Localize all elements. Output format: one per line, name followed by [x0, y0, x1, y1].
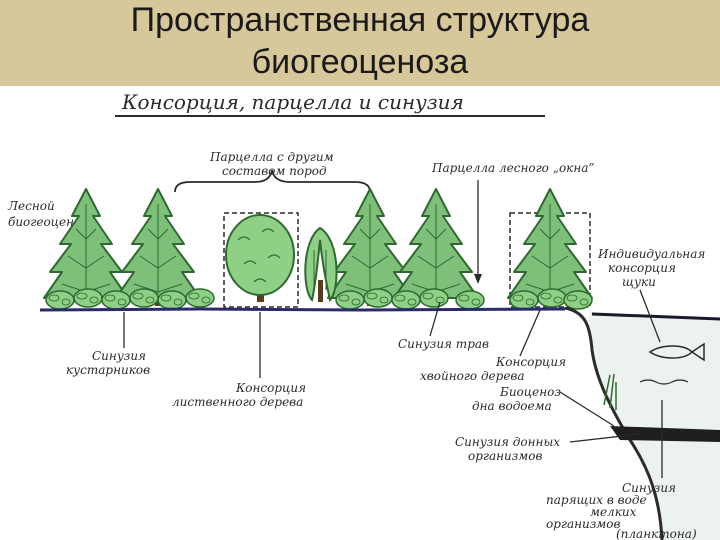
shrub-icon	[185, 288, 215, 308]
arrow-synusia-grass	[429, 301, 441, 337]
label-synusia-shrubs-2: кустарников	[66, 363, 150, 377]
water-ripple	[639, 379, 689, 385]
reeds	[603, 373, 617, 410]
shrub-icon	[335, 290, 365, 310]
shrub-icon	[455, 290, 485, 310]
label-parcel-window: Парцелла лесного „окна”	[431, 161, 595, 175]
label-forest-2: биогеоценоз	[8, 215, 88, 229]
label-synusia-grass: Синузия трав	[398, 337, 489, 351]
arrow-consort-conifer	[519, 309, 541, 357]
brace	[174, 169, 371, 193]
shrub-icon	[101, 290, 131, 310]
label-consort-conifer-2: хвойного дерева	[420, 369, 525, 383]
label-consort-decid-1: Консорция	[235, 381, 306, 395]
bottom-sediment	[610, 426, 720, 442]
label-consort-lake-1: Индивидуальная	[597, 247, 705, 261]
label-synusia-plankton-2: парящих в воде	[546, 493, 647, 507]
ground-line	[39, 307, 566, 312]
water-surface	[591, 312, 720, 321]
title-bar: Пространственная структура биогеоценоза	[0, 0, 720, 86]
label-synusia-plankton-4: организмов	[546, 517, 620, 531]
label-consort-lake-3: щуки	[622, 275, 656, 289]
title-line-2: биогеоценоза	[251, 43, 469, 81]
willow-tree-icon	[304, 226, 338, 303]
shrub-icon	[73, 288, 103, 308]
water-body	[589, 312, 720, 540]
label-synusia-shrubs-1: Синузия	[92, 349, 146, 363]
shrub-icon	[509, 290, 539, 310]
label-consort-conifer-1: Консорция	[495, 355, 566, 369]
label-bioc-bottom-2: дна водоема	[472, 399, 552, 413]
label-consort-decid-2: лиственного дерева	[172, 395, 303, 409]
shrub-icon	[45, 290, 75, 310]
label-synusia-plankton-1: Синузия	[622, 481, 676, 495]
diagram-subtitle: Консорция, парцелла и синузия	[121, 90, 464, 114]
shrub-icon	[391, 290, 421, 310]
label-parcel-mixed-1: Парцелла с другим	[209, 150, 334, 164]
shoreline	[564, 306, 664, 540]
shrub-icon	[537, 288, 567, 308]
arrow-bioc-bottom	[559, 391, 615, 427]
shrub-icon	[363, 288, 393, 308]
shrub-icon	[563, 290, 593, 310]
deciduous-tree-icon	[225, 214, 295, 302]
label-consort-lake-2: консорция	[608, 261, 676, 275]
shrub-icon	[157, 290, 187, 310]
label-bioc-bottom-1: Биоценоз	[499, 385, 561, 399]
shrub-icon	[129, 288, 159, 308]
fish-icon	[648, 342, 705, 362]
arrowhead	[474, 274, 482, 284]
arrow-synusia-benthos	[569, 433, 641, 443]
spruce-tree-icon	[115, 188, 201, 307]
biogeocenosis-diagram: Консорция, парцелла и синузия Парцелла с…	[7, 90, 720, 540]
parcel-box-mixed	[223, 212, 299, 308]
title-line-1: Пространственная структура	[130, 1, 590, 39]
label-synusia-plankton-3: мелких	[590, 505, 637, 519]
arrow-consort-lake	[639, 289, 661, 343]
label-synusia-benthos-1: Синузия донных	[455, 435, 560, 449]
label-synusia-benthos-2: организмов	[468, 449, 542, 463]
label-synusia-plankton-5: (планктона)	[616, 527, 697, 540]
shrub-icon	[419, 288, 449, 308]
label-parcel-mixed-2: составом пород	[222, 164, 327, 178]
label-forest-1: Лесной	[7, 199, 55, 213]
